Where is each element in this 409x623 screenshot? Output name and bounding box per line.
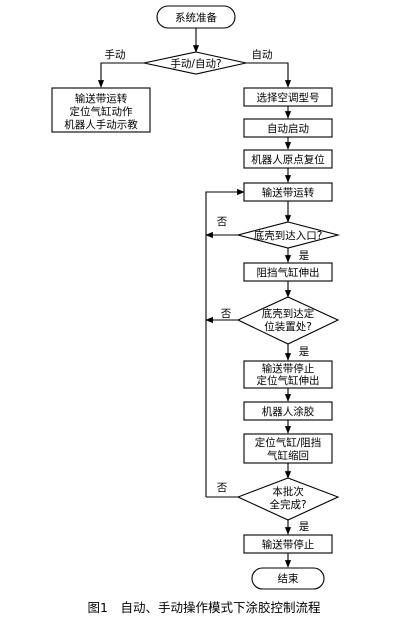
position-decision-line-1: 底壳到达定 xyxy=(262,307,315,320)
manual-line-3: 机器人手动示教 xyxy=(64,118,138,131)
conveyor-run-box xyxy=(243,182,333,202)
robot-glue-label: 机器人涂胶 xyxy=(262,405,315,418)
shell-entry-no-label: 否 xyxy=(217,216,228,228)
start-label: 系统准备 xyxy=(175,11,217,24)
auto-branch-label: 自动 xyxy=(252,48,273,61)
retract-line-2: 气缸缩回 xyxy=(267,449,309,462)
final-conveyor-stop-label: 输送带停止 xyxy=(262,538,315,551)
select-model-box xyxy=(243,87,333,107)
batch-decision xyxy=(236,477,340,521)
conveyor-stop-box xyxy=(243,360,333,389)
conveyor-stop-line-1: 输送带停止 xyxy=(262,362,315,375)
stop-cylinder-box xyxy=(243,262,333,282)
auto-start-label: 自动启动 xyxy=(267,122,309,135)
batch-decision-line-1: 本批次 xyxy=(272,485,304,498)
position-no-label: 否 xyxy=(221,308,232,320)
conveyor-stop-line-2: 定位气缸伸出 xyxy=(257,374,320,387)
shell-entry-decision xyxy=(235,221,341,249)
manual-line-2: 定位气缸动作 xyxy=(70,105,133,118)
mode-decision xyxy=(143,51,247,75)
robot-home-box xyxy=(243,149,333,169)
position-decision xyxy=(236,296,340,345)
shell-entry-decision-label: 底壳到达入口? xyxy=(254,229,323,242)
shell-entry-yes-label: 是 xyxy=(299,250,310,262)
auto-start-box xyxy=(243,118,333,138)
figure-caption: 图1 自动、手动操作模式下涂胶控制流程 xyxy=(88,600,321,615)
mode-decision-label: 手动/自动? xyxy=(170,57,221,70)
batch-no-label: 否 xyxy=(217,482,228,494)
start-node xyxy=(156,5,236,29)
retract-box xyxy=(243,433,333,464)
robot-home-label: 机器人原点复位 xyxy=(251,153,325,166)
manual-operations-box xyxy=(51,87,151,133)
final-conveyor-stop-box xyxy=(243,534,333,554)
robot-glue-box xyxy=(243,401,333,421)
end-label: 结束 xyxy=(278,572,299,585)
retract-line-1: 定位气缸/阻挡 xyxy=(255,436,322,449)
conveyor-run-label: 输送带运转 xyxy=(262,186,315,199)
position-decision-line-2: 位装置处? xyxy=(264,320,312,333)
manual-line-1: 输送带运转 xyxy=(75,92,128,105)
position-yes-label: 是 xyxy=(299,346,310,358)
select-model-label: 选择空调型号 xyxy=(257,91,320,104)
connectors xyxy=(97,28,292,568)
stop-cylinder-label: 阻挡气缸伸出 xyxy=(257,266,320,279)
manual-branch-label: 手动 xyxy=(105,48,126,61)
batch-yes-label: 是 xyxy=(299,521,310,533)
end-node xyxy=(251,567,325,590)
batch-decision-line-2: 全完成? xyxy=(269,498,306,511)
